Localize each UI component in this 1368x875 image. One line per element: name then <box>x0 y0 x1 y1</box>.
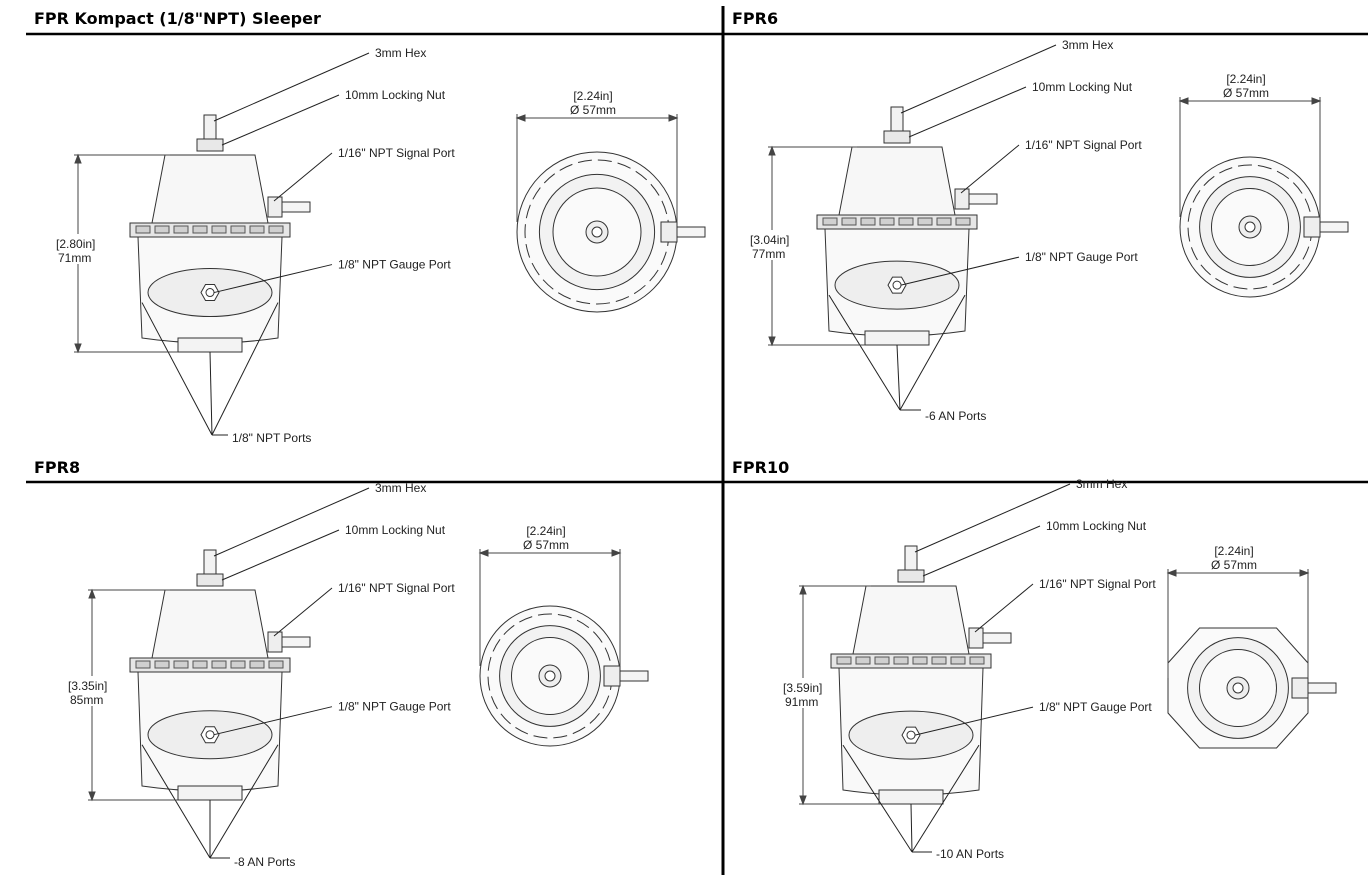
label-locking-nut: 10mm Locking Nut <box>1046 519 1147 533</box>
label-height-inches: [3.59in] <box>783 681 822 695</box>
label-height-mm: 85mm <box>70 693 103 707</box>
label-locking-nut: 10mm Locking Nut <box>1032 80 1133 94</box>
label-signal-port: 1/16" NPT Signal Port <box>338 581 455 595</box>
height-dimension <box>781 584 879 806</box>
ports-leader-lines <box>828 294 966 411</box>
ports-leader-lines <box>141 744 279 859</box>
label-gauge-port: 1/8" NPT Gauge Port <box>1025 250 1138 264</box>
callout-leaders <box>213 52 370 294</box>
label-diameter-inches: [2.24in] <box>526 524 565 538</box>
diameter-dimension <box>1178 97 1322 217</box>
label-ports: -10 AN Ports <box>936 847 1004 861</box>
callout-labels: 3mm Hex 10mm Locking Nut 1/16" NPT Signal … <box>56 46 455 445</box>
diameter-labels: [2.24in]Ø 57mm <box>523 524 569 552</box>
panel-drawing-3: 3mm Hex 10mm Locking Nut 1/16" NPT Signal … <box>66 481 649 869</box>
label-height-inches: [3.04in] <box>750 233 789 247</box>
regulator-top-view <box>479 605 649 747</box>
panel-title-fpr8: FPR8 <box>34 458 81 477</box>
diameter-dimension <box>515 114 679 222</box>
ports-leader-lines <box>141 302 279 436</box>
ports-leader-lines <box>842 744 980 853</box>
label-gauge-port: 1/8" NPT Gauge Port <box>338 258 451 272</box>
label-locking-nut: 10mm Locking Nut <box>345 88 446 102</box>
label-diameter-inches: [2.24in] <box>1226 72 1265 86</box>
height-dimension <box>66 588 178 802</box>
regulator-side-view <box>129 114 311 353</box>
label-ports: -8 AN Ports <box>234 855 295 869</box>
regulator-side-view <box>129 549 311 801</box>
label-signal-port: 1/16" NPT Signal Port <box>1025 138 1142 152</box>
panel-drawing-2: 3mm Hex 10mm Locking Nut 1/16" NPT Signal … <box>748 38 1349 423</box>
label-gauge-port: 1/8" NPT Gauge Port <box>1039 700 1152 714</box>
label-diameter-inches: [2.24in] <box>573 89 612 103</box>
diameter-labels: [2.24in]Ø 57mm <box>570 89 616 117</box>
label-height-mm: 91mm <box>785 695 818 709</box>
callout-leaders <box>900 44 1057 286</box>
diameter-labels: [2.24in]Ø 57mm <box>1211 544 1257 572</box>
label-gauge-port: 1/8" NPT Gauge Port <box>338 700 451 714</box>
label-height-mm: 71mm <box>58 251 91 265</box>
sheet-frame <box>26 6 1368 875</box>
callout-labels: 3mm Hex 10mm Locking Nut 1/16" NPT Signal … <box>750 38 1142 423</box>
diameter-dimension <box>1166 569 1310 678</box>
regulator-side-view <box>816 106 998 346</box>
panel-title-kompact: FPR Kompact (1/8"NPT) Sleeper <box>34 9 321 28</box>
callout-leaders <box>914 483 1071 736</box>
label-signal-port: 1/16" NPT Signal Port <box>1039 577 1156 591</box>
label-3mm-hex: 3mm Hex <box>375 481 426 495</box>
regulator-top-view <box>1179 156 1349 298</box>
panel-title-fpr10: FPR10 <box>732 458 790 477</box>
diameter-labels: [2.24in]Ø 57mm <box>1223 72 1269 100</box>
label-signal-port: 1/16" NPT Signal Port <box>338 146 455 160</box>
panel-drawing-1: 3mm Hex 10mm Locking Nut 1/16" NPT Signal … <box>54 46 706 445</box>
panel-title-fpr6: FPR6 <box>732 9 779 28</box>
label-3mm-hex: 3mm Hex <box>1062 38 1113 52</box>
height-dimension <box>748 145 865 347</box>
label-diameter-mm: Ø 57mm <box>523 538 569 552</box>
panel-drawing-4: 3mm Hex 10mm Locking Nut 1/16" NPT Signal … <box>781 477 1337 861</box>
regulator-side-view <box>830 545 1012 805</box>
label-3mm-hex: 3mm Hex <box>375 46 426 60</box>
label-diameter-mm: Ø 57mm <box>1223 86 1269 100</box>
label-diameter-mm: Ø 57mm <box>1211 558 1257 572</box>
regulator-top-view <box>516 151 706 313</box>
label-diameter-mm: Ø 57mm <box>570 103 616 117</box>
label-locking-nut: 10mm Locking Nut <box>345 523 446 537</box>
label-height-mm: 77mm <box>752 247 785 261</box>
label-height-inches: [2.80in] <box>56 237 95 251</box>
regulator-top-view <box>1167 627 1337 749</box>
callout-labels: 3mm Hex 10mm Locking Nut 1/16" NPT Signal … <box>68 481 455 869</box>
label-ports: -6 AN Ports <box>925 409 986 423</box>
diameter-dimension <box>478 549 622 666</box>
label-diameter-inches: [2.24in] <box>1214 544 1253 558</box>
label-3mm-hex: 3mm Hex <box>1076 477 1127 491</box>
callout-leaders <box>213 487 370 736</box>
label-height-inches: [3.35in] <box>68 679 107 693</box>
label-ports: 1/8" NPT Ports <box>232 431 311 445</box>
height-dimension <box>54 153 178 354</box>
callout-labels: 3mm Hex 10mm Locking Nut 1/16" NPT Signal … <box>783 477 1156 861</box>
